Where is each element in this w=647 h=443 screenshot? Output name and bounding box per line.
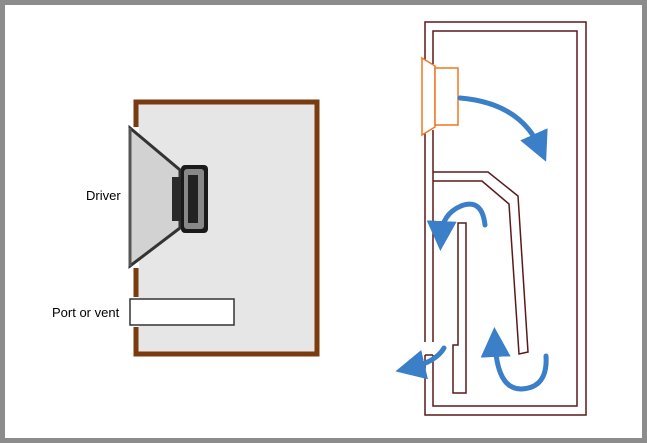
tl-outer-wall <box>424 21 587 416</box>
driver-label: Driver <box>86 188 121 203</box>
voice-coil <box>172 177 182 221</box>
bass-reflex-enclosure: Driver Port or vent <box>52 99 320 357</box>
port-tube <box>129 298 235 326</box>
airflow-arrow-exit <box>395 345 447 380</box>
airflow-arrow-top <box>457 95 548 162</box>
tl-driver-cone <box>421 56 436 137</box>
tl-upper-baffle <box>433 171 529 355</box>
tl-center-baffle <box>452 222 467 394</box>
tl-driver-magnet <box>434 67 459 126</box>
magnet-core <box>188 175 198 223</box>
tl-wall-driver-edge <box>424 130 434 342</box>
tl-driver <box>421 56 459 137</box>
airflow-arrow-lower-loop <box>480 327 549 392</box>
airflow-arrow-upper-loop <box>426 201 488 251</box>
tl-inner-wall <box>432 30 578 407</box>
airflow-arrows <box>395 95 549 392</box>
transmission-line-enclosure <box>424 21 587 416</box>
driver <box>128 124 208 270</box>
port-label: Port or vent <box>52 305 120 320</box>
